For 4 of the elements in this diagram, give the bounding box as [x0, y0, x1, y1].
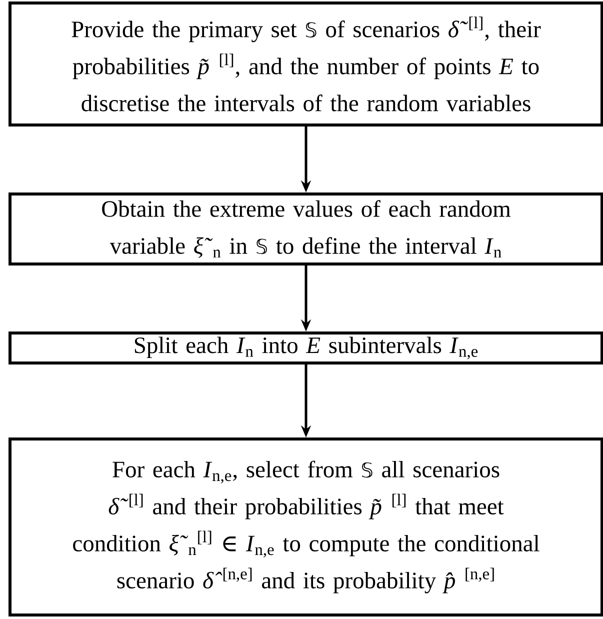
process-box: Obtain the extreme values of each random variable ξ̃$_{n}$ in 𝕊 to define the interval I$_{n}$: [8, 192, 603, 266]
process-box: For each I$_{n,e}$, select from 𝕊 all scenarios δ̃$^{[l]}$ and their probabilities p̃$^{[l]}$ that meet condition ξ̃$_{n}$$^{[l]}$ ∈ I$_{n,e}$ to compute the conditional scenario δ̂$^{[n,e]}$ and its probability p̂$^{[n,e]}$: [8, 438, 603, 616]
process-box: Split each I$_{n}$ into E subintervals I$_{n,e}$: [8, 332, 603, 364]
process-box: Provide the primary set 𝕊 of scenarios δ̃$^{[l]}$, their probabilities p̃$^{[l]}$, and the number of points E to discretise the intervals of the random variables: [8, 2, 603, 126]
